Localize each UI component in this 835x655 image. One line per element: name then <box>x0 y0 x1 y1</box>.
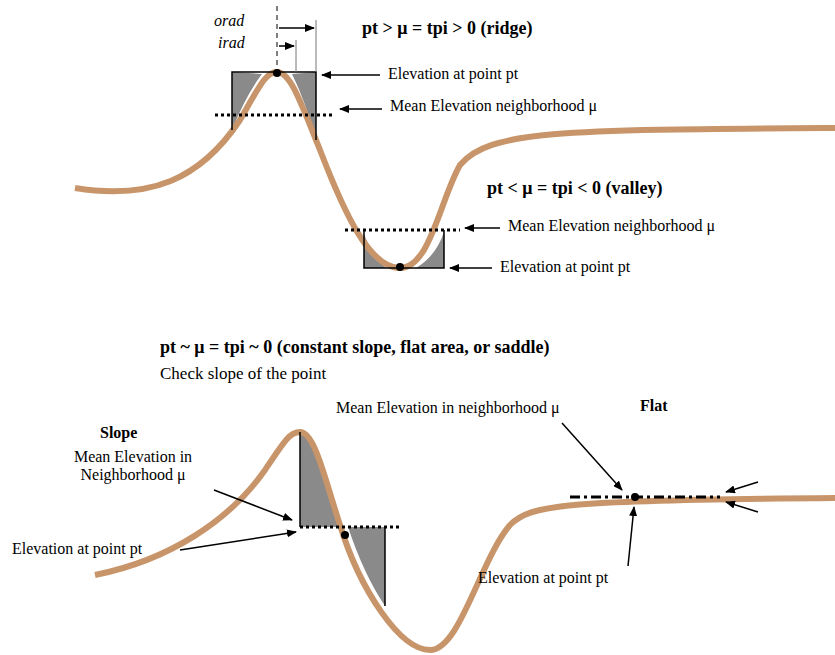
leader-arrow <box>322 74 380 76</box>
annotation: Elevation at point pt <box>500 258 630 276</box>
radius-label: irad <box>218 34 245 52</box>
case-heading: Slope <box>100 424 137 442</box>
case-heading: pt ~ μ = tpi ~ 0 (constant slope, flat a… <box>160 337 550 358</box>
center-line <box>277 6 278 70</box>
case-heading: pt > μ = tpi > 0 (ridge) <box>362 18 532 39</box>
case-heading: Flat <box>640 397 668 415</box>
leader-arrow <box>180 532 296 550</box>
mean-line <box>345 229 460 232</box>
leader-arrow <box>562 423 622 490</box>
leader-arrow <box>726 502 758 512</box>
radius-tick <box>296 40 297 72</box>
terrain-profile <box>75 72 835 268</box>
case-heading: pt < μ = tpi < 0 (valley) <box>487 178 662 199</box>
annotation: Elevation at point pt <box>388 65 518 83</box>
point-dot <box>396 263 404 271</box>
neighborhood-window <box>232 72 316 140</box>
leader-arrow <box>340 108 382 110</box>
annotation: Mean Elevation neighborhood μ <box>508 217 715 235</box>
point-dot <box>341 531 349 539</box>
neighborhood-window <box>364 230 444 268</box>
neighborhood-window <box>299 432 301 527</box>
leader-arrow <box>214 490 292 520</box>
mean-line <box>570 496 720 499</box>
mean-line <box>300 526 400 529</box>
annotation: Mean Elevation in neighborhood μ <box>336 399 560 417</box>
annotation: Elevation at point pt <box>478 569 608 587</box>
neighborhood-window <box>384 527 386 606</box>
radius-tick <box>316 20 317 72</box>
radius-arrow <box>279 45 294 47</box>
annotation: Mean Elevation in Neighborhood μ <box>58 448 208 485</box>
terrain-profile <box>95 432 835 650</box>
leader-arrow <box>726 482 758 492</box>
leader-arrow <box>628 507 634 566</box>
annotation: Mean Elevation neighborhood μ <box>390 97 597 115</box>
annotation: Elevation at point pt <box>12 540 142 558</box>
note: Check slope of the point <box>160 364 326 384</box>
leader-arrow <box>465 227 500 229</box>
point-dot <box>273 69 281 77</box>
radius-label: orad <box>214 12 244 30</box>
leader-arrow <box>450 267 492 269</box>
mean-line <box>215 114 335 117</box>
radius-arrow <box>279 27 314 29</box>
point-dot <box>631 493 639 501</box>
